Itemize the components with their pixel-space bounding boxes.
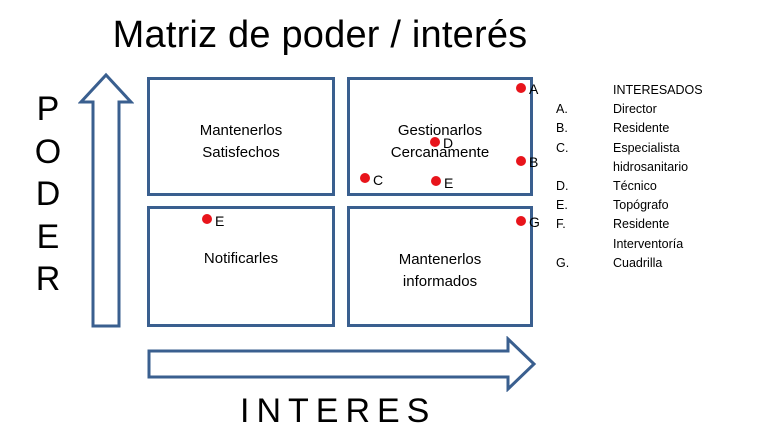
legend-key: B.	[556, 121, 568, 136]
legend-text-line: Especialista	[613, 140, 680, 155]
quadrant-label-line: Mantenerlos	[199, 122, 283, 139]
legend-text-line: Interventoría	[613, 236, 684, 251]
legend-key: G.	[556, 255, 570, 270]
legend-text: Cuadrilla	[613, 254, 713, 273]
marker-dot-c	[360, 173, 370, 183]
legend-key: E.	[556, 198, 568, 213]
legend-item: D. Técnico	[556, 177, 713, 196]
legend-text: Topógrafo	[613, 196, 713, 215]
poder-axis-label: P O D E R	[30, 88, 66, 301]
interes-axis-label: INTERES	[240, 392, 437, 430]
quadrant-keep-informed: Mantenerlos informados	[347, 206, 533, 327]
diagram-title: Matriz de poder / interés	[112, 14, 528, 56]
legend-item: C. Especialista hidrosanitario	[556, 139, 713, 177]
quadrant-label: Notificarles	[150, 248, 332, 270]
quadrant-monitor: Notificarles	[147, 206, 335, 327]
quadrant-label-line: informados	[402, 273, 478, 290]
marker-dot-b	[516, 156, 526, 166]
quadrant-keep-satisfied: Mantenerlos Satisfechos	[147, 77, 335, 196]
quadrant-label: Mantenerlos informados	[350, 249, 530, 293]
quadrant-label-line: Satisfechos	[202, 144, 280, 161]
quadrant-label-line: Gestionarlos	[397, 122, 483, 139]
legend-key: C.	[556, 140, 569, 155]
quadrant-manage-closely: Gestionarlos Cercanamente	[347, 77, 533, 196]
quadrant-label-line: Mantenerlos	[398, 251, 482, 268]
legend-text: Especialista hidrosanitario	[613, 139, 713, 177]
marker-dot-g	[516, 216, 526, 226]
legend-text-line: Cuadrilla	[613, 255, 663, 270]
legend-text-line: Residente	[613, 121, 670, 136]
poder-letter: R	[35, 260, 61, 298]
legend-item: G. Cuadrilla	[556, 254, 713, 273]
legend-key: F.	[556, 217, 566, 232]
legend-item: A. Director	[556, 100, 713, 119]
legend-item: F. Residente Interventoría	[556, 215, 713, 253]
quadrant-label-line: Cercanamente	[390, 144, 490, 161]
legend-text: Director	[613, 100, 713, 119]
legend-text-line: Residente	[613, 217, 670, 232]
legend-text-line: hidrosanitario	[613, 159, 689, 174]
quadrant-label: Gestionarlos Cercanamente	[350, 120, 530, 164]
poder-letter: D	[35, 175, 61, 213]
marker-label-d: D	[443, 135, 454, 151]
poder-letter: O	[34, 132, 62, 171]
legend-item: E. Topógrafo	[556, 196, 713, 215]
poder-letter: E	[36, 217, 60, 256]
quadrant-label-line: Notificarles	[203, 250, 279, 267]
legend-text: Residente	[613, 119, 713, 138]
legend-key: A.	[556, 102, 568, 117]
poder-letter: P	[36, 90, 60, 128]
legend-key: D.	[556, 179, 569, 194]
marker-label-e-bottom: E	[215, 213, 225, 229]
legend-text: Residente Interventoría	[613, 215, 713, 253]
stakeholder-legend: INTERESADOS A. Director B. Residente C. …	[556, 81, 713, 273]
marker-label-b: B	[529, 154, 539, 170]
marker-dot-a	[516, 83, 526, 93]
legend-text-line: Técnico	[613, 179, 657, 194]
marker-label-a: A	[529, 81, 539, 97]
marker-dot-e-bottom	[202, 214, 212, 224]
legend-text-line: Director	[613, 102, 657, 117]
marker-label-e-top: E	[444, 175, 454, 191]
quadrant-label: Mantenerlos Satisfechos	[150, 120, 332, 164]
legend-text-line: Topógrafo	[613, 198, 669, 213]
interes-arrow-icon	[147, 336, 537, 392]
marker-label-g: G	[529, 214, 540, 230]
legend-item: B. Residente	[556, 119, 713, 138]
legend-title: INTERESADOS	[613, 83, 703, 97]
marker-dot-e-top	[431, 176, 441, 186]
marker-dot-d	[430, 137, 440, 147]
poder-arrow-icon	[78, 72, 134, 328]
legend-text: Técnico	[613, 177, 713, 196]
marker-label-c: C	[373, 172, 384, 188]
